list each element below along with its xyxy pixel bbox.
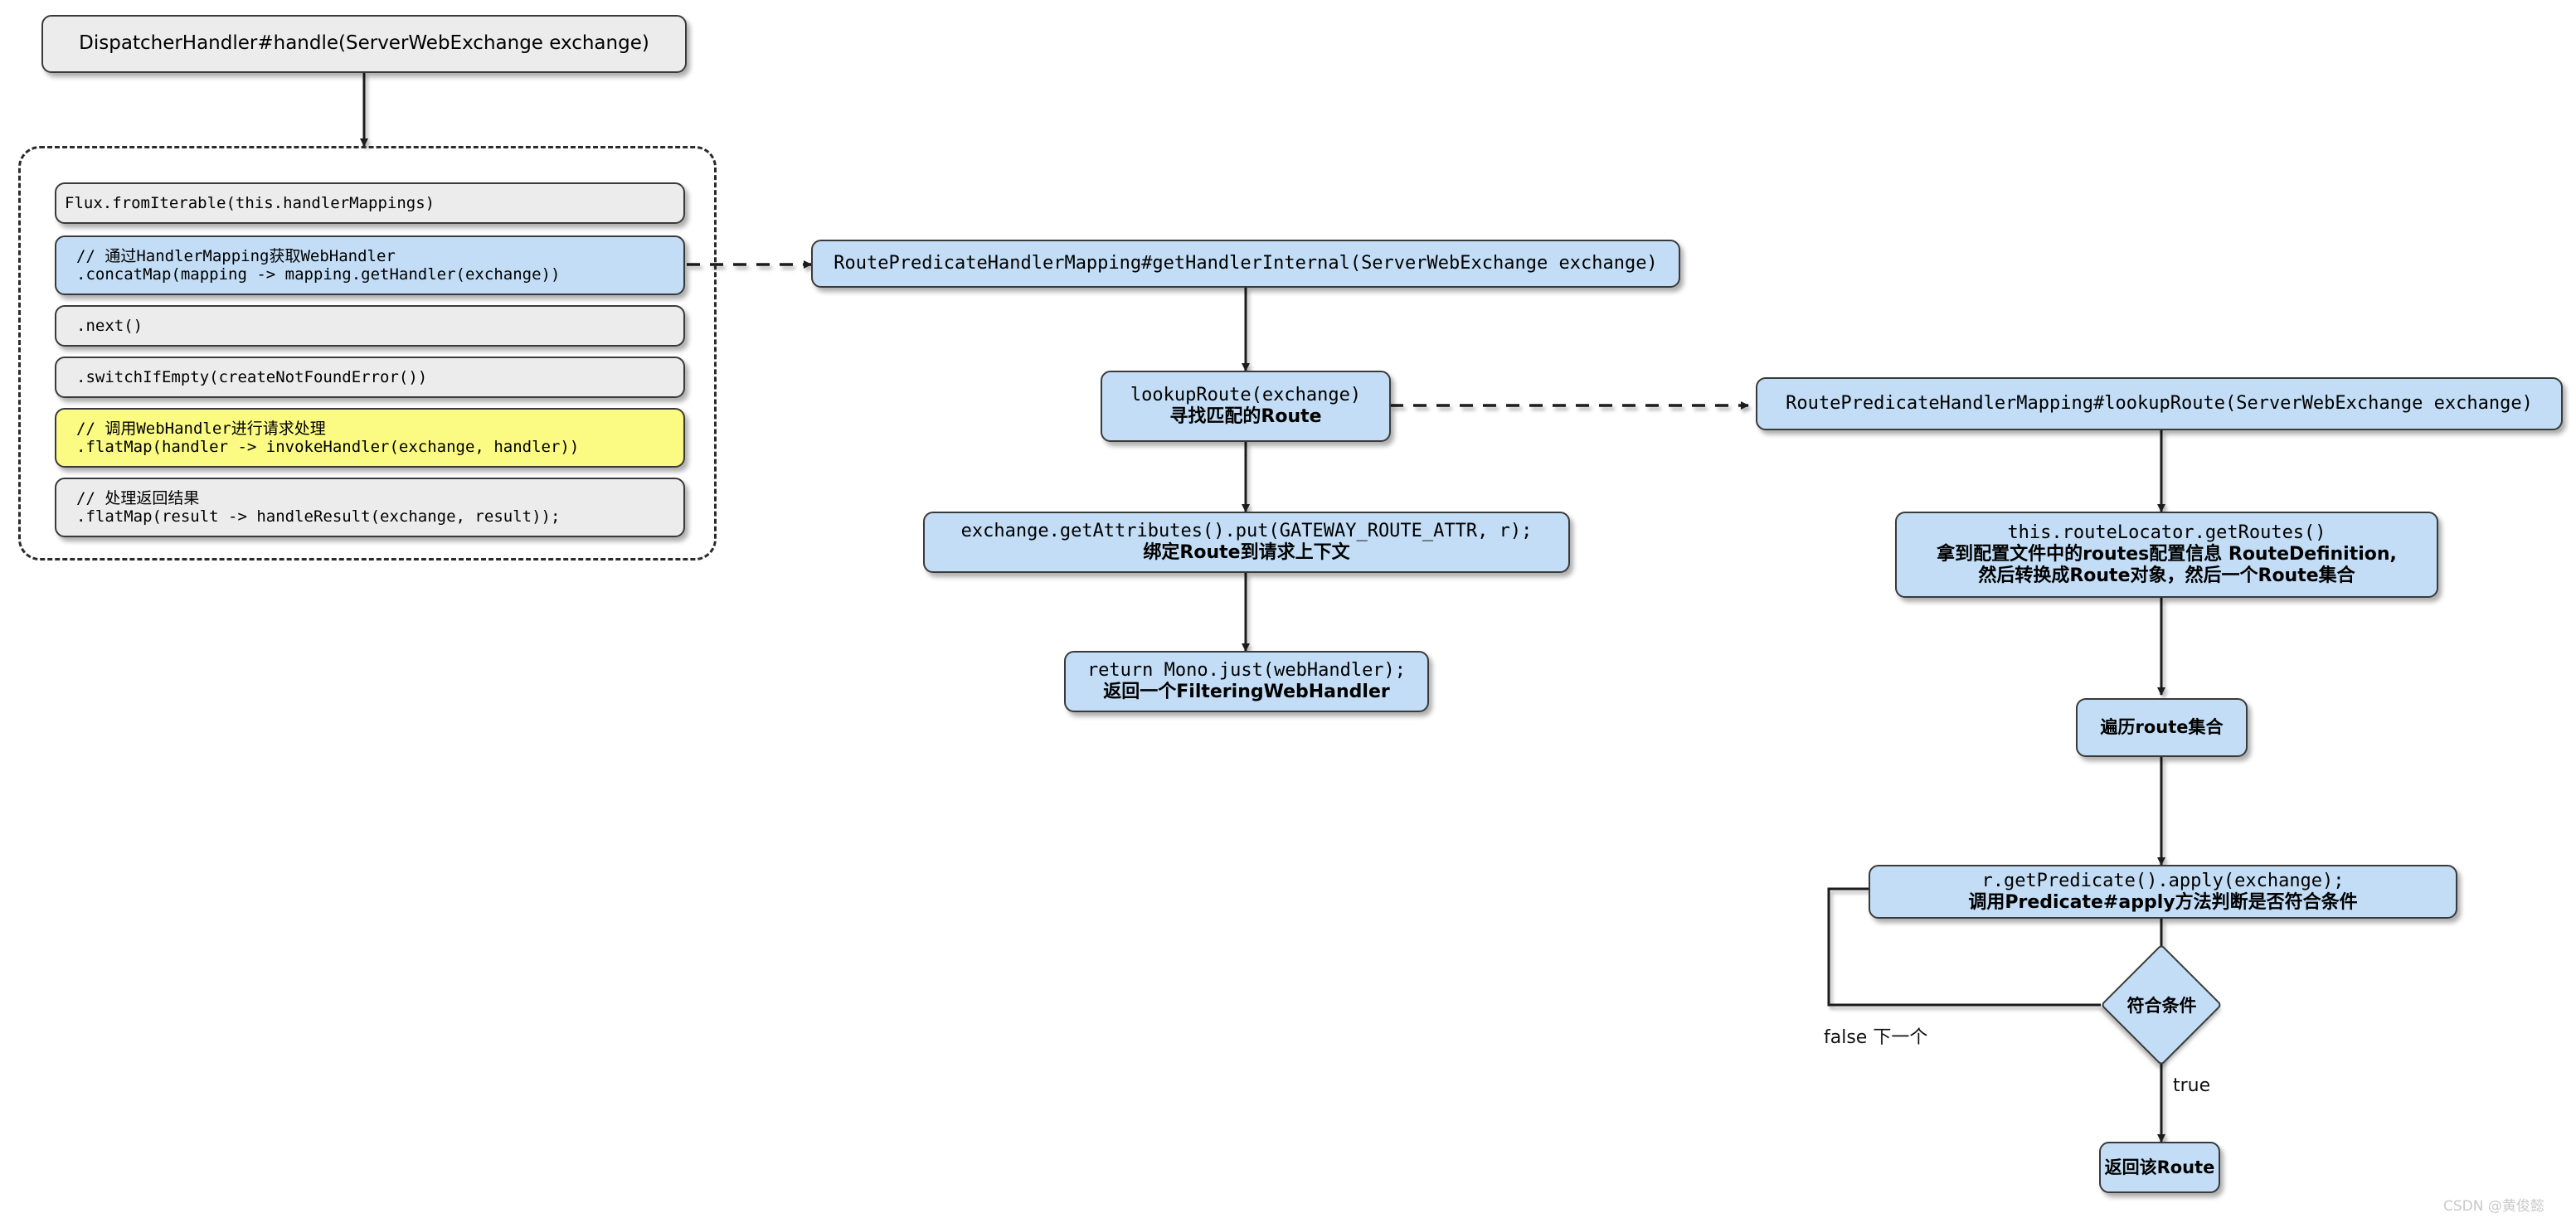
node-label-line3: 然后转换成Route对象，然后一个Route集合 bbox=[1978, 565, 2355, 586]
node-label-line1: r.getPredicate().apply(exchange); bbox=[1981, 870, 2345, 891]
csdn-watermark: CSDN @黄俊懿 bbox=[2443, 1194, 2544, 1215]
node-label: RoutePredicateHandlerMapping#getHandlerI… bbox=[834, 253, 1658, 274]
dispatcher-handler-code-group bbox=[18, 146, 717, 560]
node-switch-if-empty[interactable]: .switchIfEmpty(createNotFoundError()) bbox=[55, 357, 685, 398]
node-label-line1: this.routeLocator.getRoutes() bbox=[2007, 522, 2326, 544]
node-next[interactable]: .next() bbox=[55, 305, 685, 347]
code-comment: // 通过HandlerMapping获取WebHandler bbox=[76, 246, 396, 265]
code-line: .flatMap(handler -> invokeHandler(exchan… bbox=[76, 438, 580, 456]
node-label: RoutePredicateHandlerMapping#lookupRoute… bbox=[1786, 393, 2533, 415]
node-iterate-routes[interactable]: 遍历route集合 bbox=[2076, 698, 2248, 757]
node-label-line1: return Mono.just(webHandler); bbox=[1086, 660, 1407, 682]
code-line: .switchIfEmpty(createNotFoundError()) bbox=[76, 367, 428, 386]
node-dispatcher-handler[interactable]: DispatcherHandler#handle(ServerWebExchan… bbox=[41, 15, 687, 73]
node-label-line2: 调用Predicate#apply方法判断是否符合条件 bbox=[1968, 891, 2358, 913]
node-route-locator-get-routes[interactable]: this.routeLocator.getRoutes() 拿到配置文件中的ro… bbox=[1895, 512, 2438, 598]
watermark-text: CSDN @黄俊懿 bbox=[2443, 1198, 2544, 1215]
node-lookup-route-method[interactable]: RoutePredicateHandlerMapping#lookupRoute… bbox=[1756, 377, 2563, 430]
node-label-line2: 返回一个FilteringWebHandler bbox=[1103, 682, 1390, 702]
decision-match-condition[interactable] bbox=[2100, 944, 2223, 1066]
node-label-line2: 拿到配置文件中的routes配置信息 RouteDefinition, bbox=[1937, 544, 2397, 565]
node-label-line2: 绑定Route到请求上下文 bbox=[1143, 542, 1350, 563]
node-label-line1: lookupRoute(exchange) bbox=[1130, 385, 1362, 406]
node-put-gateway-route-attr[interactable]: exchange.getAttributes().put(GATEWAY_ROU… bbox=[923, 512, 1570, 573]
node-flat-map-handler[interactable]: // 调用WebHandler进行请求处理 .flatMap(handler -… bbox=[55, 408, 685, 468]
code-comment: // 调用WebHandler进行请求处理 bbox=[76, 419, 326, 438]
code-line: .flatMap(result -> handleResult(exchange… bbox=[76, 507, 561, 526]
node-get-handler-internal[interactable]: RoutePredicateHandlerMapping#getHandlerI… bbox=[811, 240, 1680, 288]
edge-label-true: true bbox=[2173, 1075, 2210, 1096]
code-line: Flux.fromIterable(this.handlerMappings) bbox=[65, 193, 435, 212]
node-return-route[interactable]: 返回该Route bbox=[2099, 1142, 2220, 1193]
node-label-line1: exchange.getAttributes().put(GATEWAY_ROU… bbox=[960, 521, 1533, 542]
node-apply-predicate[interactable]: r.getPredicate().apply(exchange); 调用Pred… bbox=[1869, 865, 2457, 919]
node-label-line2: 寻找匹配的Route bbox=[1169, 406, 1322, 427]
node-label: DispatcherHandler#handle(ServerWebExchan… bbox=[79, 32, 649, 55]
code-comment: // 处理返回结果 bbox=[76, 488, 200, 507]
code-line: .next() bbox=[76, 316, 143, 335]
node-label: 返回该Route bbox=[2104, 1157, 2215, 1177]
node-concat-map[interactable]: // 通过HandlerMapping获取WebHandler .concatM… bbox=[55, 235, 685, 295]
edge-label-false-next: false 下一个 bbox=[1824, 1022, 1927, 1049]
edge-label-text: false 下一个 bbox=[1824, 1027, 1928, 1048]
node-label: 遍历route集合 bbox=[2100, 717, 2224, 738]
node-return-mono-just[interactable]: return Mono.just(webHandler); 返回一个Filter… bbox=[1064, 651, 1429, 712]
node-flat-map-result[interactable]: // 处理返回结果 .flatMap(result -> handleResul… bbox=[55, 478, 685, 537]
code-line: .concatMap(mapping -> mapping.getHandler… bbox=[76, 265, 561, 284]
node-flux-from-iterable[interactable]: Flux.fromIterable(this.handlerMappings) bbox=[55, 182, 685, 224]
edge-label-text: true bbox=[2173, 1075, 2211, 1096]
node-lookup-route[interactable]: lookupRoute(exchange) 寻找匹配的Route bbox=[1101, 371, 1391, 442]
